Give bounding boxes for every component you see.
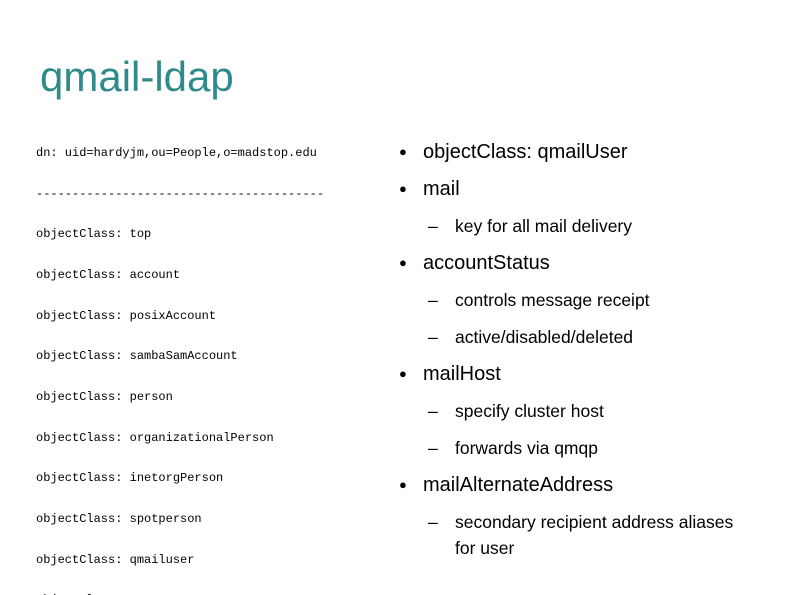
ldif-line: objectClass: account: [36, 268, 181, 283]
bullet-dash-icon: –: [428, 401, 438, 421]
ldif-line: objectClass: posixAccount: [36, 308, 217, 323]
ldif-separator-line: ----------------------------------------: [36, 186, 325, 201]
bullet-text: mail: [423, 178, 460, 200]
bullet-list: ● objectClass: qmailUser ● mail – key fo…: [396, 139, 740, 572]
bullet-dot-icon: ●: [399, 255, 407, 270]
bullet-dot-icon: ●: [399, 181, 407, 196]
sub-bullet-text: specify cluster host: [455, 401, 604, 421]
sub-bullet-text: secondary recipient address aliases for …: [455, 512, 734, 558]
sub-bullet-item: – active/disabled/deleted: [428, 324, 740, 350]
ldif-line: objectClass: sunyPerson: [36, 594, 392, 595]
bullet-item: ● mail: [396, 176, 740, 202]
bullet-dash-icon: –: [428, 290, 438, 310]
slide-title: qmail-ldap: [40, 53, 234, 100]
bullet-item: ● objectClass: qmailUser: [396, 139, 740, 165]
ldif-line: objectClass: person: [36, 389, 173, 404]
bullet-dot-icon: ●: [399, 477, 407, 492]
bullet-text: accountStatus: [423, 252, 550, 274]
bullet-dash-icon: –: [428, 512, 438, 532]
bullet-item: ● accountStatus: [396, 250, 740, 276]
sub-bullet-item: – secondary recipient address aliases fo…: [428, 509, 740, 561]
ldif-line: dn: uid=hardyjm,ou=People,o=madstop.edu: [36, 146, 317, 161]
sub-bullet-item: – key for all mail delivery: [428, 213, 740, 239]
sub-bullet-text: key for all mail delivery: [455, 216, 632, 236]
bullet-dot-icon: ●: [399, 366, 407, 381]
ldif-line: objectClass: sambaSamAccount: [36, 349, 238, 364]
bullet-item: ● mailAlternateAddress: [396, 472, 740, 498]
bullet-text: mailHost: [423, 363, 501, 385]
ldif-line: objectClass: organizationalPerson: [36, 430, 274, 445]
sub-bullet-text: controls message receipt: [455, 290, 650, 310]
ldif-line: objectClass: top: [36, 227, 152, 242]
bullet-dash-icon: –: [428, 438, 438, 458]
ldif-line: objectClass: spotperson: [36, 511, 202, 526]
sub-bullet-item: – controls message receipt: [428, 287, 740, 313]
sub-bullet-item: – forwards via qmqp: [428, 435, 740, 461]
sub-bullet-text: forwards via qmqp: [455, 438, 598, 458]
bullet-dash-icon: –: [428, 216, 438, 236]
ldif-example-block: dn: uid=hardyjm,ou=People,o=madstop.edu …: [36, 120, 392, 595]
bullet-dash-icon: –: [428, 327, 438, 347]
bullet-text: mailAlternateAddress: [423, 474, 614, 496]
sub-bullet-text: active/disabled/deleted: [455, 327, 634, 347]
bullet-text: objectClass: qmailUser: [423, 141, 628, 163]
ldif-line: objectClass: qmailuser: [36, 552, 195, 567]
bullet-dot-icon: ●: [399, 144, 407, 159]
ldif-line: objectClass: inetorgPerson: [36, 471, 224, 486]
bullet-item: ● mailHost: [396, 361, 740, 387]
sub-bullet-item: – specify cluster host: [428, 398, 740, 424]
